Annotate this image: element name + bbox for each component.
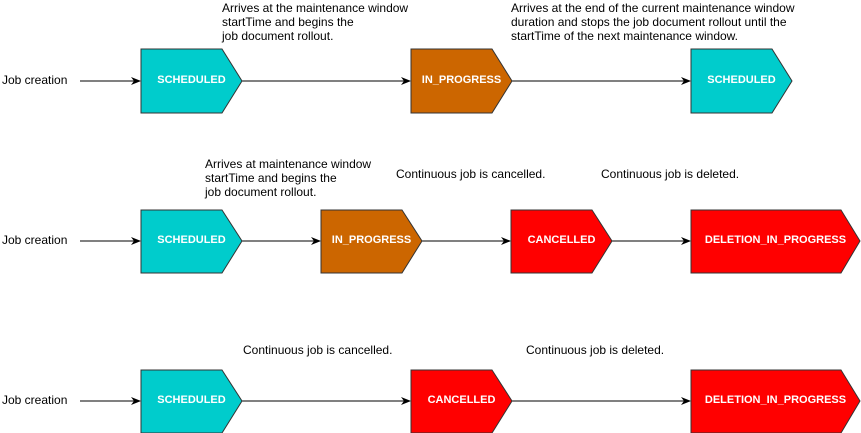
row2-state-label-3: CANCELLED [527,234,596,246]
row2-note-3: Continuous job is deleted. [601,167,740,181]
row3-state-label-3: DELETION_IN_PROGRESS [704,394,847,406]
row2-start-label: Job creation [2,233,68,247]
row1-state-label-3: SCHEDULED [707,74,776,86]
row1-note-1: Arrives at the maintenance window startT… [222,1,409,43]
row3-state-scheduled [140,369,243,433]
row1-state-in-progress [410,48,513,114]
row1-state-scheduled [140,48,243,114]
row3-state-label-1: SCHEDULED [157,394,226,406]
row3-note-1: Continuous job is cancelled. [243,343,393,357]
row2-state-in-progress [320,209,423,274]
row1-state-label-1: SCHEDULED [157,74,226,86]
row2-state-label-1: SCHEDULED [157,234,226,246]
row3-start-label: Job creation [2,393,68,407]
row2-note-2: Continuous job is cancelled. [396,167,546,181]
row2-state-scheduled [140,209,243,274]
row3-state-deletion-in-progress [690,369,861,433]
row1-state-label-2: IN_PROGRESS [421,74,502,86]
row1-note-2: Arrives at the end of the current mainte… [511,1,795,43]
row3-state-cancelled [410,369,513,433]
row2-state-cancelled [510,209,613,274]
row1-state-scheduled-2 [690,48,793,114]
row2-state-deletion-in-progress [690,209,861,274]
row1-start-label: Job creation [2,73,68,87]
row2-state-label-2: IN_PROGRESS [331,234,412,246]
row2-note-1: Arrives at maintenance window startTime … [205,157,372,199]
row3-note-2: Continuous job is deleted. [526,343,665,357]
row3-state-label-2: CANCELLED [427,394,496,406]
row2-state-label-4: DELETION_IN_PROGRESS [704,234,847,246]
